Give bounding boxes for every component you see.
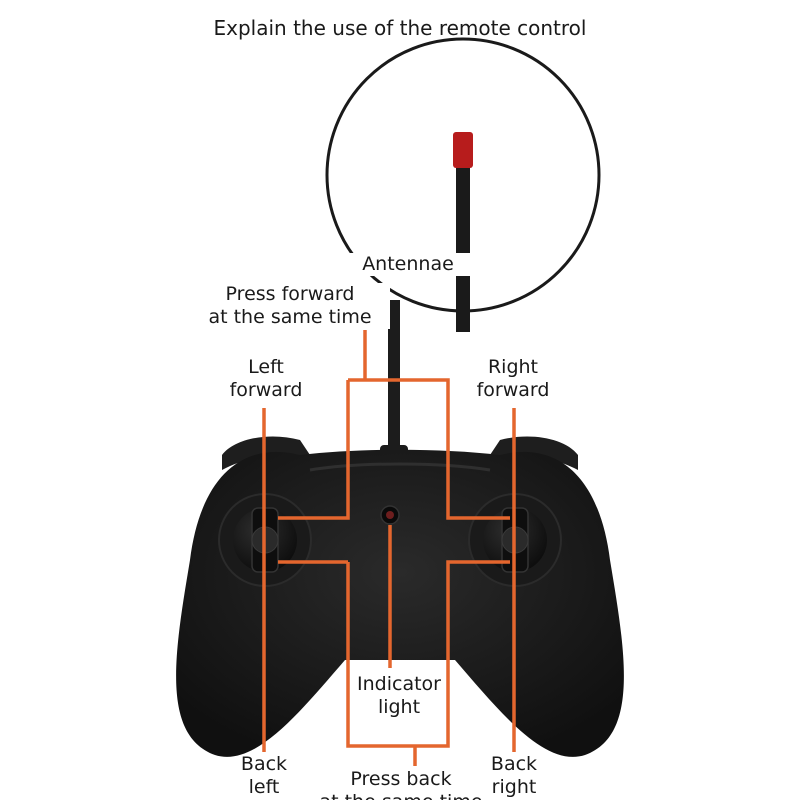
antenna-magnifier (325, 37, 601, 332)
antenna-tip (453, 132, 473, 168)
label-back-left: Back left (240, 753, 288, 798)
controller-top-ridge (309, 462, 491, 472)
label-antennae: Antennae (346, 253, 470, 276)
callout-press-back (346, 560, 510, 748)
label-left-forward: Left forward (229, 356, 303, 401)
label-right-forward: Right forward (476, 356, 550, 401)
page-title: Explain the use of the remote control (213, 16, 587, 40)
callout-press-forward (278, 380, 350, 520)
label-back-right: Back right (490, 753, 538, 798)
indicator-light (380, 505, 400, 525)
callout-lines (262, 330, 516, 766)
label-indicator-light: Indicator light (357, 673, 441, 718)
label-press-forward: Press forward at the same time (190, 283, 390, 329)
label-press-back: Press back at the same time (319, 768, 482, 800)
